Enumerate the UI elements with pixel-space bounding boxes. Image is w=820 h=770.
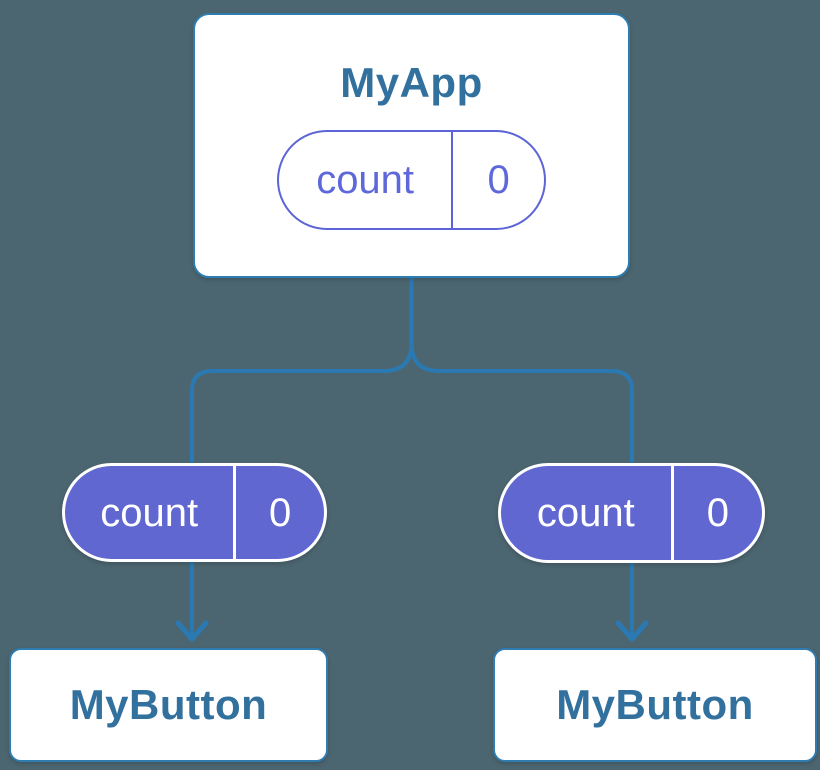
prop-label: count [100,490,199,535]
prop-label: count [536,491,635,535]
prop-value: 0 [670,466,762,560]
left-arrow-down-icon [175,620,209,642]
prop-value: 0 [233,466,324,559]
state-value: 0 [451,131,544,228]
right-child-title: MyButton [556,681,754,728]
root-component-card: MyApp count 0 [193,13,630,278]
left-prop-pill: count 0 [62,463,327,562]
state-label: count [316,157,415,202]
right-child-card: MyButton [493,648,817,762]
right-prop-pill: count 0 [498,463,765,563]
left-child-card: MyButton [9,648,328,762]
root-component-title: MyApp [340,58,483,106]
root-state-pill: count 0 [277,129,546,230]
left-child-title: MyButton [69,681,268,728]
right-arrow-down-icon [615,620,649,642]
